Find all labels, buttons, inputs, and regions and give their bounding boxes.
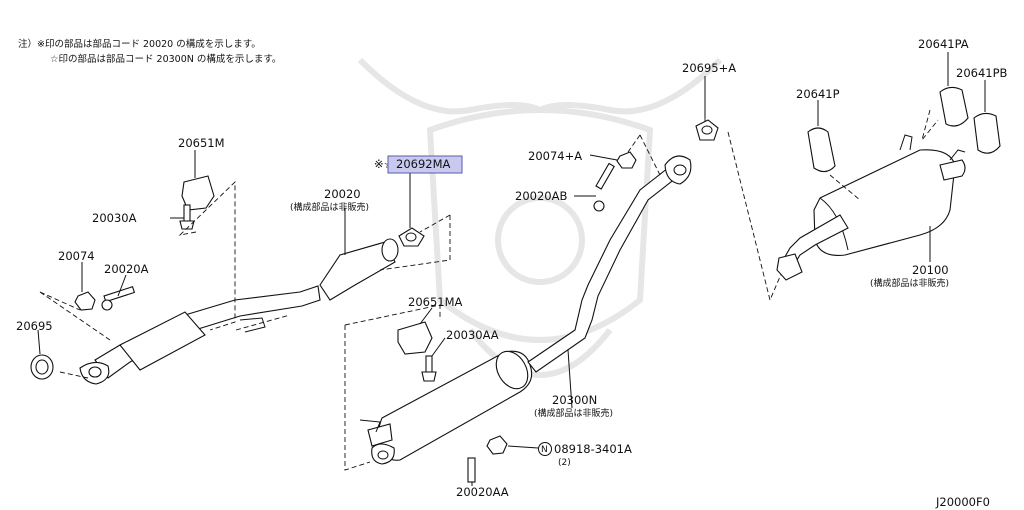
callout-08918-qty: (2) <box>558 458 571 468</box>
callout-20020AB[interactable]: 20020AB <box>515 189 567 203</box>
callout-08918-3401A-group[interactable]: N 08918-3401A (2) <box>538 442 632 468</box>
gasket-ring-20695 <box>30 354 54 380</box>
guide-line <box>627 134 641 153</box>
callout-20030A[interactable]: 20030A <box>92 211 137 225</box>
callout-20100[interactable]: 20100 <box>912 263 949 277</box>
stud-20020AB <box>593 162 615 212</box>
watermark-emblem <box>357 57 723 378</box>
n-symbol: N <box>541 445 548 455</box>
guide-line <box>39 291 81 311</box>
callout-20651MA[interactable]: 20651MA <box>408 295 463 309</box>
gasket-ring-20695A <box>695 119 719 141</box>
hanger-20641PB <box>973 112 1001 154</box>
callout-20300N-note: (構成部品は非販売) <box>534 407 613 419</box>
nut-08918-3401A <box>486 435 508 455</box>
bracket-20651M <box>181 175 215 211</box>
leader-lines <box>37 52 986 486</box>
note-line-2: ☆印の部品は部品コード 20300N の構成を示します。 <box>50 53 281 65</box>
callout-20020A[interactable]: 20020A <box>104 262 149 276</box>
note-line-1: 注）※印の部品は部品コード 20020 の構成を示します。 <box>18 38 261 50</box>
guide-line <box>829 174 861 201</box>
hanger-20641PA <box>939 86 969 127</box>
callout-20100-note: (構成部品は非販売) <box>870 277 949 289</box>
nut-20074A <box>616 151 637 169</box>
hanger-20641P <box>807 127 836 173</box>
guide-line <box>178 180 236 331</box>
diagram-code: J20000F0 <box>935 495 990 509</box>
guide-line <box>727 131 786 302</box>
bolt-20030AA <box>421 355 437 382</box>
callout-20641PB[interactable]: 20641PB <box>956 66 1008 80</box>
callout-20020-note: (構成部品は非販売) <box>290 201 369 213</box>
callout-20074A[interactable]: 20074+A <box>528 149 582 163</box>
callout-08918-3401A[interactable]: 08918-3401A <box>554 442 632 456</box>
center-muffler-assembly <box>359 155 692 465</box>
callout-20030AA[interactable]: 20030AA <box>446 328 499 342</box>
guide-line <box>419 214 451 233</box>
callout-20695[interactable]: 20695 <box>16 319 53 333</box>
callout-20695A[interactable]: 20695+A <box>682 61 736 75</box>
guide-line <box>59 371 89 379</box>
front-tube-assembly <box>79 238 399 385</box>
callout-20300N[interactable]: 20300N <box>552 393 597 407</box>
callout-20020[interactable]: 20020 <box>324 187 361 201</box>
callout-20692MA[interactable]: 20692MA <box>396 157 451 171</box>
guide-line <box>39 291 111 341</box>
callout-20641P[interactable]: 20641P <box>796 87 840 101</box>
callout-20074[interactable]: 20074 <box>58 249 95 263</box>
bracket-20651MA <box>397 321 433 355</box>
stud-20020A <box>101 286 136 311</box>
guide-line <box>344 325 371 471</box>
rear-muffler-assembly <box>776 134 966 281</box>
gasket-20692MA <box>398 227 425 247</box>
nut-20074 <box>74 291 96 311</box>
guide-line <box>344 304 441 326</box>
callout-20641PA[interactable]: 20641PA <box>918 37 969 51</box>
guide-line <box>921 109 939 141</box>
highlight-box <box>387 155 463 174</box>
callout-20651M[interactable]: 20651M <box>178 136 225 150</box>
guide-line <box>235 314 291 331</box>
guide-line <box>379 215 451 271</box>
callout-20020AA[interactable]: 20020AA <box>456 485 509 499</box>
stud-20020AA <box>467 457 476 483</box>
bolt-20030A <box>179 204 195 230</box>
